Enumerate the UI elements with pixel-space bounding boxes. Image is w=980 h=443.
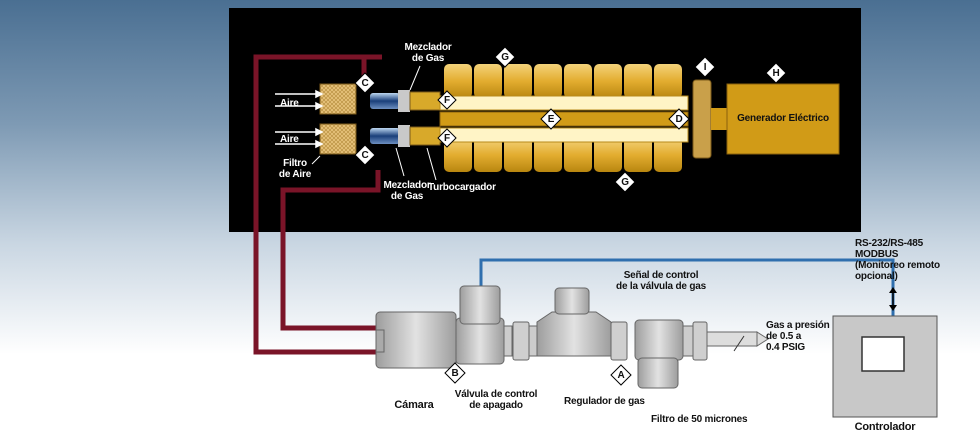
mixer-bottom (370, 128, 400, 144)
marker-I (694, 56, 716, 78)
label-rs232: RS-232/RS-485 MODBUS (Monitoreo remoto o… (855, 238, 940, 282)
filter-50-micron (634, 319, 684, 361)
marker-E (540, 108, 562, 130)
label-regulador: Regulador de gas (564, 396, 645, 407)
marker-F-top-letter: F (444, 95, 450, 106)
gas-inlet-pipe (706, 331, 758, 347)
shutoff-valve-body (455, 317, 505, 365)
marker-B-letter: B (451, 368, 459, 379)
turbocharger-top (409, 91, 441, 111)
marker-F-bottom-letter: F (444, 133, 450, 144)
intake-manifold-top (439, 95, 689, 111)
label-turbocargador: Turbocargador (428, 182, 496, 193)
marker-D-letter: D (675, 114, 683, 125)
air-pipe-outer (253, 54, 376, 355)
turbocharger-bottom (409, 126, 441, 146)
crankshaft (439, 111, 689, 127)
marker-G-top (494, 46, 516, 68)
marker-D (668, 108, 690, 130)
electric-generator (726, 83, 840, 155)
marker-E-letter: E (547, 114, 555, 125)
label-filtro-aire: Filtro de Aire (278, 158, 312, 180)
label-gas-presion: Gas a presión de 0.5 a 0.4 PSIG (766, 320, 830, 353)
label-mezclador-bottom: Mezclador de Gas (383, 180, 431, 202)
label-generador: Generador Eléctrico (737, 113, 829, 124)
label-aire-bottom: Aire (280, 134, 299, 145)
marker-I-letter: I (703, 62, 707, 73)
label-senal-control: Señal de control de la válvula de gas (616, 270, 706, 292)
engine-cylinders (444, 64, 682, 172)
air-pipe-inner (280, 170, 381, 331)
marker-A (610, 364, 632, 386)
chamber (375, 311, 457, 369)
marker-G-top-letter: G (501, 52, 509, 63)
marker-H-letter: H (772, 68, 780, 79)
marker-C-top-letter: C (361, 78, 369, 89)
marker-H (765, 62, 787, 84)
label-filtro-micrones: Filtro de 50 micrones (651, 414, 748, 425)
shutoff-valve-actuator (459, 285, 501, 325)
air-filter-bottom (319, 123, 357, 155)
label-aire-top: Aire (280, 98, 299, 109)
marker-F-bottom (437, 128, 457, 148)
marker-G-bottom (614, 171, 636, 193)
intake-manifold-bottom (439, 127, 689, 143)
gas-regulator (536, 311, 612, 357)
label-controlador: Controlador (854, 421, 916, 433)
marker-F-top (437, 90, 457, 110)
controller-screen (861, 336, 905, 372)
marker-C-top (354, 72, 376, 94)
marker-B (444, 362, 466, 384)
marker-G-bottom-letter: G (621, 177, 629, 188)
marker-C-bottom (354, 144, 376, 166)
marker-C-bottom-letter: C (361, 150, 369, 161)
air-filter-top (319, 83, 357, 115)
label-camara: Cámara (394, 399, 434, 411)
label-mezclador-top: Mezclador de Gas (404, 42, 452, 64)
mixer-top (370, 93, 400, 109)
flywheel (692, 79, 712, 159)
label-valvula: Válvula de control de apagado (454, 389, 538, 411)
marker-A-letter: A (617, 370, 625, 381)
